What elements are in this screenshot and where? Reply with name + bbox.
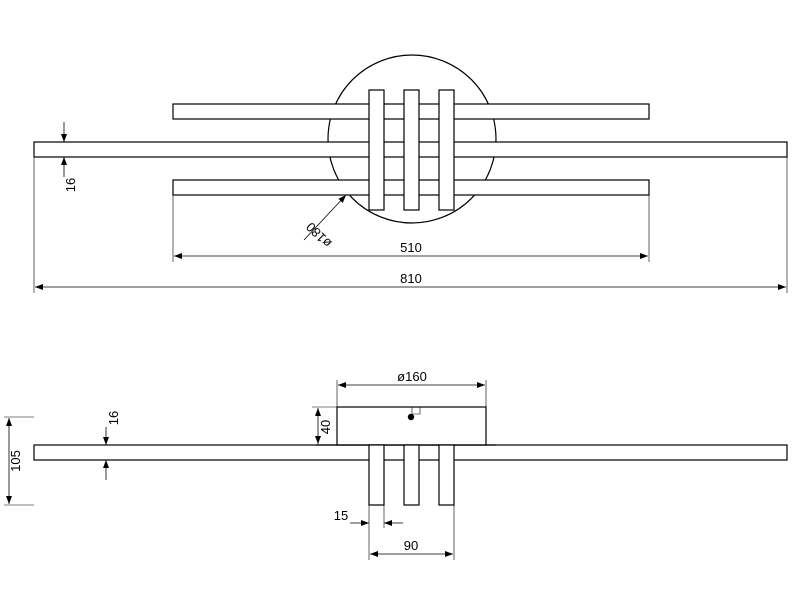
fin-left — [368, 89, 385, 211]
dim-label-total-height: 105 — [8, 450, 23, 472]
dim-short-bar-length: 510 — [172, 195, 650, 262]
side-view: ø160 40 16 105 15 — [4, 369, 788, 560]
side-fin-middle — [403, 444, 420, 506]
dim-bar-thickness-top: 16 — [61, 122, 78, 192]
dim-label-fin-span: 90 — [404, 538, 418, 553]
canopy-notch — [411, 407, 421, 415]
dim-label-canopy-diameter-side: ø160 — [397, 369, 427, 384]
dim-long-bar-length: 810 — [33, 157, 788, 293]
screw-icon — [407, 413, 415, 421]
fin-middle — [403, 89, 420, 211]
dim-label-bar-thickness-side: 16 — [106, 411, 121, 425]
dim-bar-thickness-side: 16 — [103, 411, 121, 480]
top-view: 16 ø180 510 810 — [33, 54, 788, 293]
dim-label-short-bar-length: 510 — [400, 240, 422, 255]
dim-fin-width: 15 — [334, 505, 403, 528]
dim-label-fin-width: 15 — [334, 508, 348, 523]
dim-canopy-diameter-side: ø160 — [336, 369, 487, 407]
dim-label-bar-thickness-top: 16 — [63, 178, 78, 192]
dim-canopy-height: 40 — [312, 406, 337, 444]
dim-total-height: 105 — [4, 416, 34, 506]
dim-canopy-diameter-top: ø180 — [303, 194, 347, 251]
side-fin-left — [368, 444, 385, 506]
dim-label-canopy-height: 40 — [318, 420, 333, 434]
side-fin-right — [438, 444, 455, 506]
fin-right — [438, 89, 455, 211]
dim-label-long-bar-length: 810 — [400, 271, 422, 286]
side-canopy — [336, 406, 487, 446]
dim-fin-span: 90 — [368, 505, 455, 560]
